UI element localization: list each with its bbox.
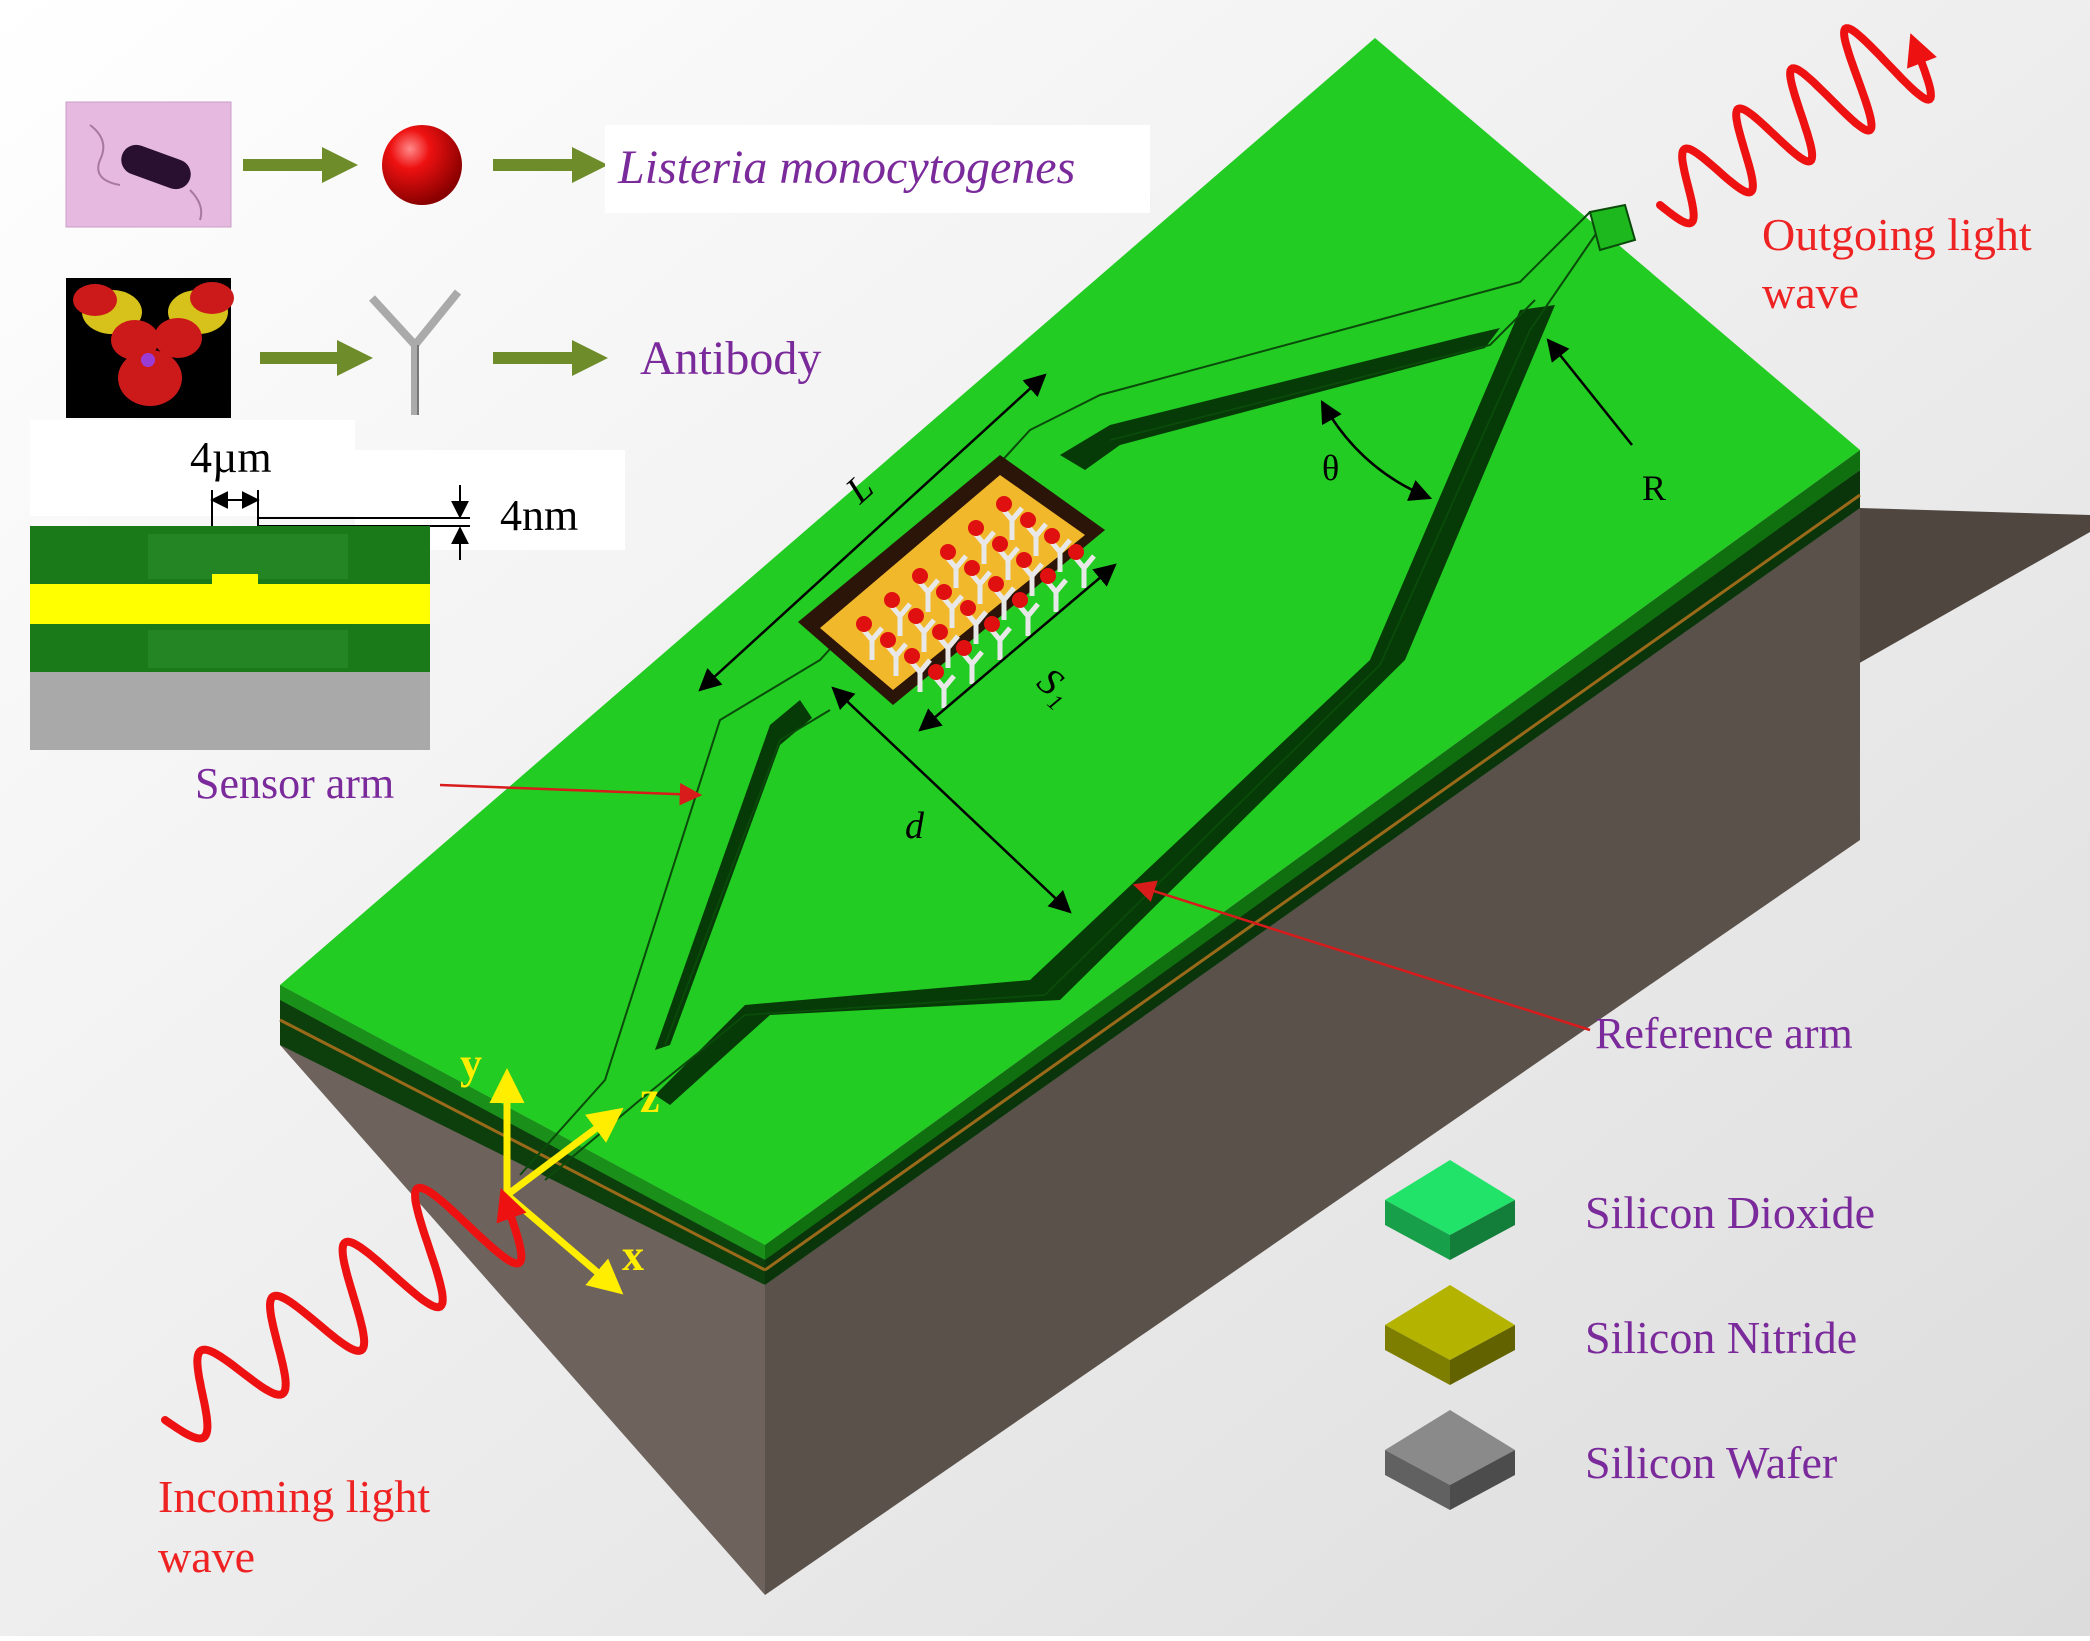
top-edge-left: [280, 985, 765, 1260]
d-dimension-arrow: [831, 686, 1072, 914]
d-label: d: [905, 805, 925, 847]
outgoing-light-wave: [1656, 24, 1937, 228]
bound-bacterium: [1012, 592, 1028, 608]
top-inner-edge: [1109, 299, 1536, 441]
legend-swatch-top: [1385, 1285, 1515, 1360]
bound-bacterium: [1020, 512, 1036, 528]
dimension-label-box: [30, 420, 355, 516]
z-axis-arrow: [504, 1107, 624, 1198]
bacterium-icon: [121, 144, 191, 190]
bound-bacterium: [856, 616, 872, 632]
mzi-waveguide: [519, 203, 1637, 1181]
legend-label: Silicon Nitride: [1585, 1312, 1857, 1363]
bound-bacterium: [880, 632, 896, 648]
cross-section-inset: 4µm 4nm: [30, 420, 625, 750]
nitride-line-right: [764, 493, 1861, 1272]
legend-item: Silicon Dioxide: [1385, 1160, 1875, 1260]
bound-bacterium: [996, 496, 1012, 512]
R-label: R: [1642, 468, 1666, 508]
z-axis-label: z: [640, 1073, 660, 1122]
bound-bacterium: [988, 576, 1004, 592]
sensor-arm-label: Sensor arm: [195, 759, 394, 808]
reference-arm-label: Reference arm: [1595, 1009, 1853, 1058]
waveguide-inner-edge: [544, 227, 1601, 1181]
legend-label: Silicon Dioxide: [1585, 1187, 1875, 1238]
legend-swatch-top: [1385, 1410, 1515, 1485]
bacterium-sphere-icon: [382, 125, 462, 205]
flagellum: [89, 124, 121, 186]
incoming-label-line1: Incoming light: [158, 1471, 430, 1522]
listeria-row: Listeria monocytogenes: [65, 101, 1150, 228]
bound-bacterium: [884, 592, 900, 608]
antibody-molecule-icon: [73, 282, 234, 406]
bound-bacterium: [960, 600, 976, 616]
nitride-line-left: [279, 1018, 766, 1272]
theta-label: θ: [1322, 448, 1339, 488]
L-dimension-arrow: [698, 373, 1047, 692]
reference-arm-wall: [655, 305, 1555, 1105]
bound-bacterium: [936, 584, 952, 600]
light-waves: Outgoing light wave Incoming light wave: [158, 24, 2032, 1582]
bound-bacterium: [932, 624, 948, 640]
bound-bacterium: [968, 520, 984, 536]
bound-bacterium: [1044, 528, 1060, 544]
R-pointer-arrow: [1546, 338, 1633, 446]
arm-pointers: Sensor arm Reference arm: [195, 759, 1853, 1058]
rib-waveguide: [212, 574, 258, 586]
reference-arm-pointer: [1132, 880, 1591, 1032]
theta-arc: [1320, 400, 1433, 501]
listeria-label-box: [605, 125, 1150, 213]
silicon-substrate-layer: [30, 672, 430, 750]
bound-bacterium: [992, 536, 1008, 552]
antibody-y-icon: [369, 289, 462, 415]
coordinate-axes: y z x: [460, 1039, 660, 1295]
bound-bacterium: [964, 560, 980, 576]
bound-bacterium: [956, 640, 972, 656]
x-axis-label: x: [622, 1231, 644, 1280]
y-axis-label: y: [460, 1039, 482, 1088]
bound-bacterium: [1040, 568, 1056, 584]
top-arm-wall: [1060, 328, 1500, 470]
wafer-right-face: [765, 508, 1860, 1595]
legend-swatch-top: [1385, 1160, 1515, 1235]
bound-bacterium: [984, 616, 1000, 632]
outgoing-label-line2: wave: [1762, 267, 1859, 318]
bound-bacterium: [912, 568, 928, 584]
bound-bacterium: [908, 608, 924, 624]
bound-bacterium: [904, 648, 920, 664]
antibody-label: Antibody: [640, 332, 821, 385]
bound-bacterium: [940, 544, 956, 560]
top-edge-right: [765, 450, 1860, 1260]
incoming-light-wave: [161, 1183, 527, 1443]
sensor-arm-pointer: [439, 782, 703, 806]
bound-bacterium: [928, 664, 944, 680]
stack-right-face: [765, 470, 1860, 1285]
width-dimension-label: 4µm: [190, 433, 272, 482]
listeria-label: Listeria monocytogenes: [617, 141, 1075, 194]
wafer-left-face: [280, 1000, 765, 1595]
bound-bacterium: [1068, 544, 1084, 560]
legend-label: Silicon Wafer: [1585, 1437, 1837, 1488]
height-dimension-label: 4nm: [500, 491, 578, 540]
bound-bacterium: [1016, 552, 1032, 568]
outgoing-label-line1: Outgoing light: [1762, 209, 2032, 260]
output-stub: [1588, 203, 1637, 252]
antibody-row: Antibody: [66, 278, 821, 418]
nitride-core-layer: [30, 584, 430, 624]
legend-item: Silicon Wafer: [1385, 1410, 1837, 1510]
sensor-arm-wall: [655, 700, 812, 1050]
sensor-inner-edge: [664, 709, 831, 1046]
incoming-label-line2: wave: [158, 1531, 255, 1582]
legend-item: Silicon Nitride: [1385, 1285, 1857, 1385]
